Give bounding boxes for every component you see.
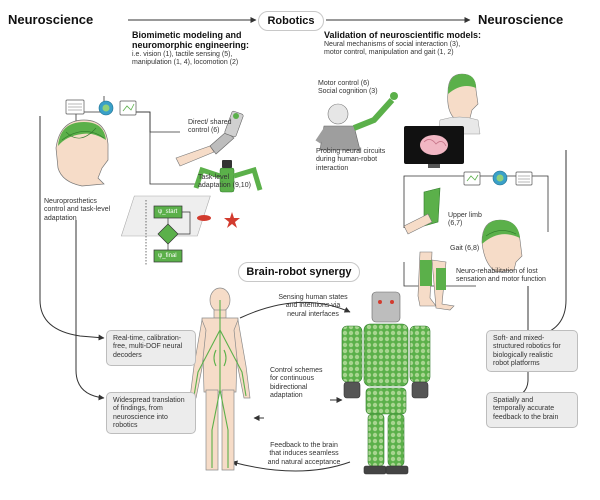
- text-validation: Neural mechanisms of social interaction …: [324, 41, 461, 57]
- flow-start-label: ψ_start: [158, 209, 178, 215]
- label-task-level: Task-level adaptation (9,10): [198, 174, 251, 190]
- arrow-left-down-2: [75, 220, 105, 401]
- label-sensing: Sensing human states and intentions via …: [278, 294, 348, 318]
- box-realtime-decoders: Real-time, calibration- free, multi-DOF …: [106, 330, 196, 366]
- title-robotics: Robotics: [258, 11, 324, 31]
- text-biomimetic: i.e. vision (1), tactile sensing (5), ma…: [132, 51, 239, 67]
- label-probing: Probing neural circuits during human-rob…: [316, 148, 386, 172]
- label-neuroprosthetics: Neuroprosthetics control and task-level …: [44, 198, 111, 222]
- box-soft-robotics-text: Soft- and mixed- structured robotics for…: [493, 335, 561, 367]
- heading-biomimetic: Biomimetic modeling and neuromorphic eng…: [132, 30, 250, 50]
- label-upper-limb: Upper limb (6,7): [448, 212, 482, 228]
- arrow-feedback: [231, 460, 351, 472]
- box-realtime-decoders-text: Real-time, calibration- free, multi-DOF …: [113, 335, 183, 359]
- label-control-schemes: Control schemes for continuous bidirecti…: [270, 367, 323, 399]
- brain-monitor: [404, 126, 464, 168]
- head-left: [55, 119, 109, 187]
- flow-final-label: ψ_final: [158, 253, 177, 259]
- neural-chain-left: [65, 99, 137, 116]
- dual-arm-robot: [120, 160, 263, 237]
- title-brain-robot-synergy: Brain-robot synergy: [238, 262, 360, 282]
- box-translation-text: Widespread translation of findings, from…: [113, 397, 185, 429]
- heading-validation: Validation of neuroscientific models:: [324, 30, 482, 40]
- gait-exo: [417, 251, 455, 311]
- arrow-left-down: [39, 116, 105, 341]
- head-right-bottom: [481, 219, 523, 273]
- head-right-top: [437, 73, 481, 135]
- arrow-sense: [239, 301, 351, 319]
- flowchart: [145, 200, 191, 266]
- label-gait: Gait (6,8): [450, 245, 480, 252]
- box-soft-robotics: Soft- and mixed- structured robotics for…: [486, 330, 578, 372]
- label-feedback: Feedback to the brain that induces seaml…: [267, 442, 341, 466]
- label-rehab: Neuro-rehabilitation of lost sensation a…: [456, 268, 546, 284]
- box-translation: Widespread translation of findings, from…: [106, 392, 196, 434]
- upper-limb-exo: [403, 187, 441, 235]
- box-spatial-feedback: Spatially and temporally accurate feedba…: [486, 392, 578, 428]
- title-neuroscience-left: Neuroscience: [8, 12, 94, 27]
- neural-chain-right-icons: [463, 170, 533, 186]
- social-robot: [315, 92, 398, 151]
- label-direct-control: Direct/ shared control (6): [188, 119, 232, 135]
- label-motor-control: Motor control (6) Social cognition (3): [318, 80, 378, 96]
- nervous-system: [193, 300, 247, 468]
- humanoid-robot: [341, 291, 431, 475]
- box-spatial-feedback-text: Spatially and temporally accurate feedba…: [493, 397, 559, 421]
- title-neuroscience-right: Neuroscience: [478, 12, 564, 27]
- prosthetic-arm: [175, 110, 244, 167]
